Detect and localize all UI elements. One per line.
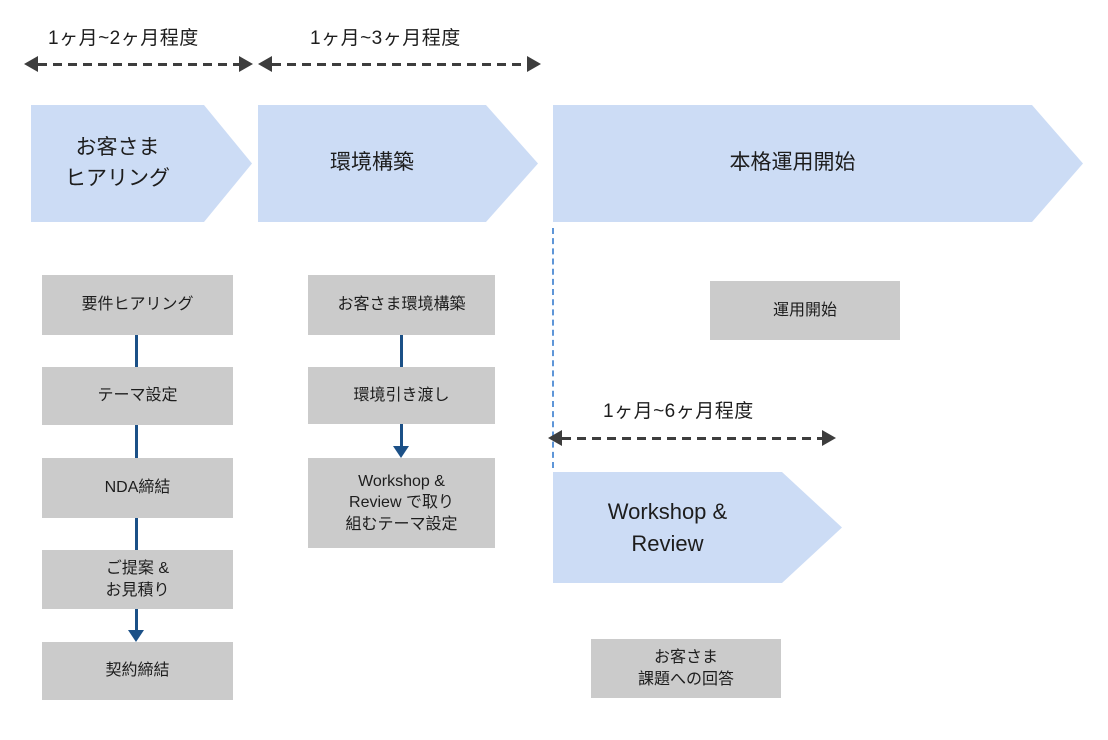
connector-line bbox=[135, 518, 138, 550]
arrow-down-icon bbox=[128, 630, 144, 642]
phase-divider-line bbox=[552, 228, 554, 468]
arrowhead-left-icon bbox=[548, 430, 562, 446]
arrowhead-right-icon bbox=[822, 430, 836, 446]
step-box-hearing-4: ご提案 & お見積り bbox=[42, 550, 233, 609]
step-box-setup-2: 環境引き渡し bbox=[308, 367, 495, 424]
arrowhead-left-icon bbox=[24, 56, 38, 72]
phase-arrow-production: 本格運用開始 bbox=[553, 105, 1083, 222]
arrowhead-right-icon bbox=[527, 56, 541, 72]
dashed-line bbox=[38, 62, 239, 66]
dashed-line bbox=[562, 436, 822, 440]
connector-line bbox=[135, 425, 138, 458]
connector-line bbox=[134, 609, 138, 630]
dashed-line bbox=[272, 62, 527, 66]
arrowhead-right-icon bbox=[239, 56, 253, 72]
connector-line bbox=[135, 335, 138, 367]
phase-arrow-setup: 環境構築 bbox=[258, 105, 538, 222]
timeline-arrow-phase2 bbox=[258, 56, 541, 72]
phase-arrow-workshop: Workshop & Review bbox=[553, 472, 842, 583]
connector-arrow bbox=[393, 424, 409, 458]
arrowhead-left-icon bbox=[258, 56, 272, 72]
timeline-label-phase1: 1ヶ月~2ヶ月程度 bbox=[48, 28, 199, 49]
step-box-hearing-1: 要件ヒアリング bbox=[42, 275, 233, 335]
timeline-arrow-phase1 bbox=[24, 56, 253, 72]
step-box-workshop-1: お客さま 課題への回答 bbox=[591, 639, 781, 698]
step-box-hearing-5: 契約締結 bbox=[42, 642, 233, 700]
timeline-label-workshop: 1ヶ月~6ヶ月程度 bbox=[603, 401, 754, 422]
connector-line bbox=[400, 335, 403, 367]
arrow-down-icon bbox=[393, 446, 409, 458]
phase-arrow-hearing: お客さま ヒアリング bbox=[31, 105, 252, 222]
step-box-setup-3: Workshop & Review で取り 組むテーマ設定 bbox=[308, 458, 495, 548]
step-box-setup-1: お客さま環境構築 bbox=[308, 275, 495, 335]
timeline-label-phase2: 1ヶ月~3ヶ月程度 bbox=[310, 28, 461, 49]
timeline-arrow-workshop bbox=[548, 430, 836, 446]
step-box-hearing-3: NDA締結 bbox=[42, 458, 233, 518]
step-box-hearing-2: テーマ設定 bbox=[42, 367, 233, 425]
connector-line bbox=[399, 424, 403, 446]
connector-arrow bbox=[128, 609, 144, 642]
step-box-production-1: 運用開始 bbox=[710, 281, 900, 340]
